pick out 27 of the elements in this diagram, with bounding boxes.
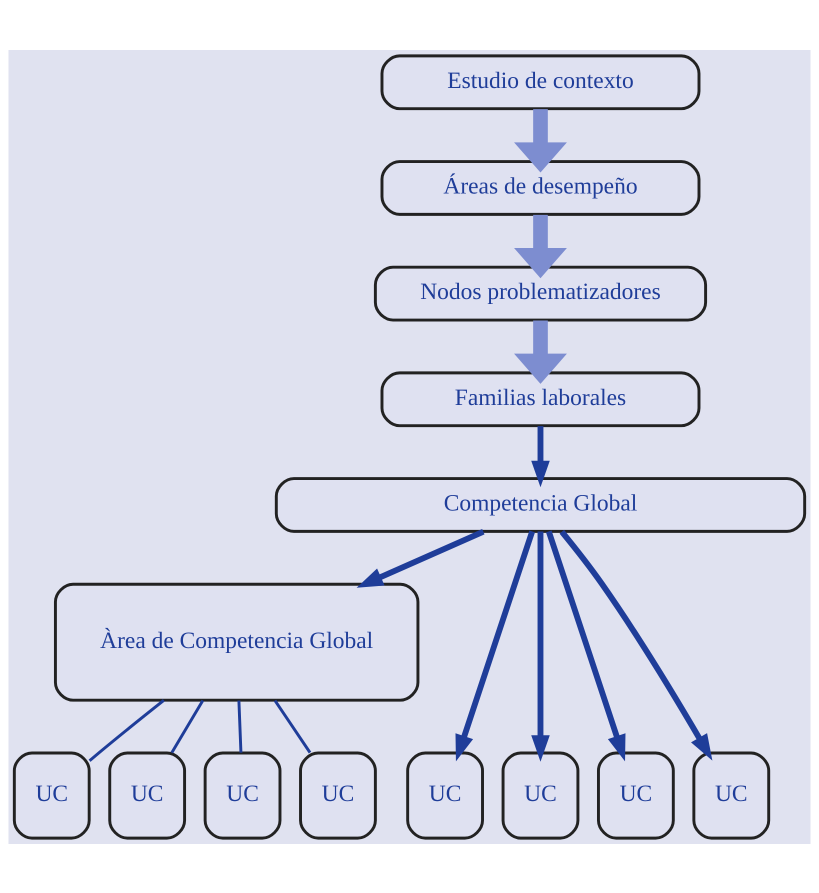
node-box: Competencia Global (274, 476, 806, 532)
node-box: UC (692, 751, 770, 840)
arrow (560, 529, 712, 760)
node-box: UC (597, 751, 675, 840)
node-box: UC (204, 751, 282, 840)
arrow (455, 530, 535, 761)
connector (170, 699, 204, 753)
node-box: Àrea de Competencia Global (54, 582, 420, 702)
node-box: UC (406, 751, 484, 840)
arrow (514, 214, 567, 278)
node-box: Familias laborales (380, 370, 700, 427)
node-box: UC (299, 751, 377, 840)
arrow (514, 320, 567, 384)
arrow (514, 108, 567, 172)
arrow (546, 530, 626, 761)
node-box: UC (108, 751, 186, 840)
arrow (531, 426, 550, 487)
node-box: Áreas de desempeño (380, 160, 700, 216)
node-box: Estudio de contexto (380, 54, 700, 110)
connector (237, 700, 242, 752)
arrow (356, 528, 485, 588)
node-box: Nodos problematizadores (374, 265, 708, 322)
node-box: UC (502, 751, 580, 840)
node-box: UC (12, 751, 91, 840)
connector (274, 699, 312, 753)
connector (88, 698, 165, 762)
arrow (531, 530, 550, 762)
